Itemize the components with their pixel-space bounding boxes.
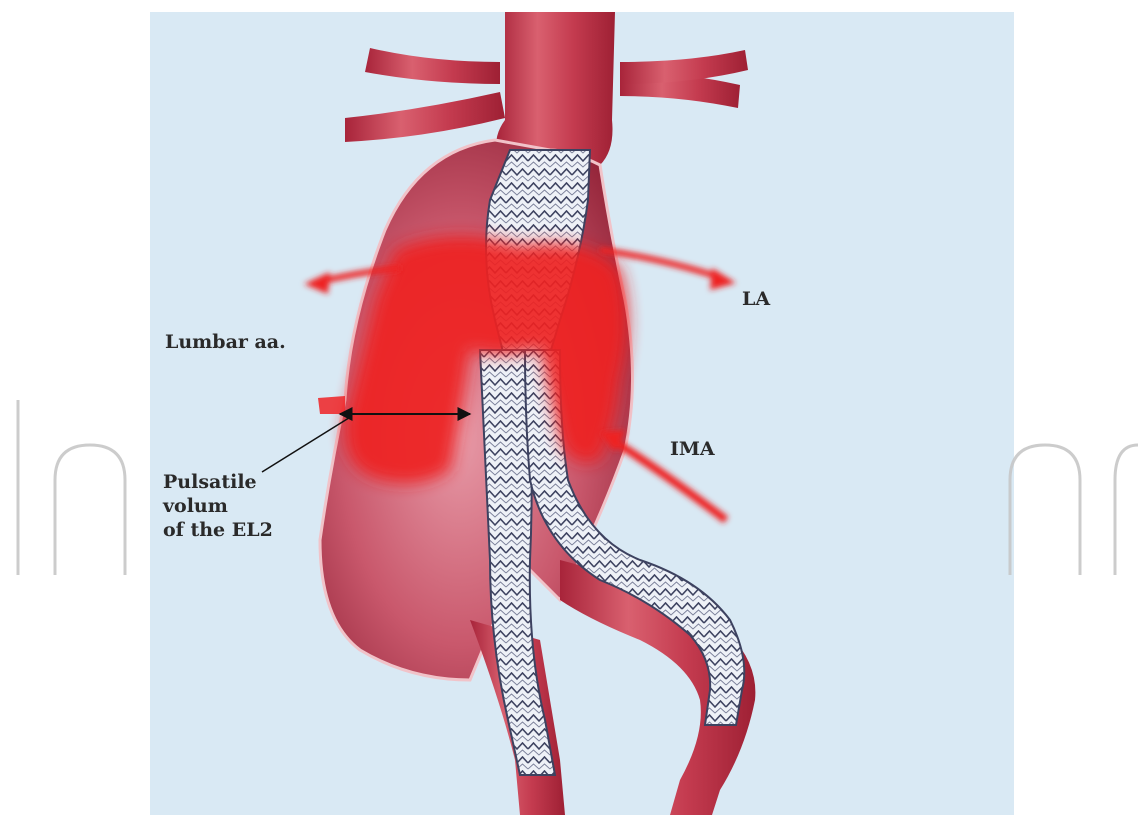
pulsatile-line-2: volum — [163, 494, 273, 518]
lumbar-stub — [318, 396, 345, 414]
label-lumbar-aa: Lumbar aa. — [165, 330, 286, 354]
label-pulsatile-volume: Pulsatile volum of the EL2 — [163, 470, 273, 542]
pulsatile-line-3: of the EL2 — [163, 518, 273, 542]
pulsatile-line-1: Pulsatile — [163, 470, 273, 494]
label-ima: IMA — [670, 437, 715, 461]
label-la: LA — [742, 287, 770, 311]
